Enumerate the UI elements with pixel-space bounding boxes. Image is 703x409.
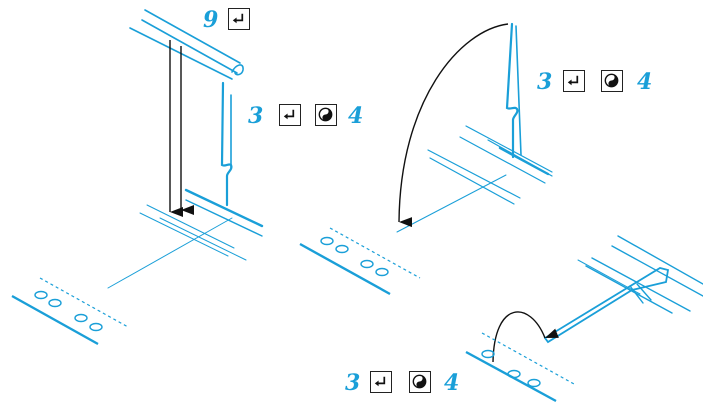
step-count-4: 4 [637,69,653,95]
yin-yang-rotate-icon [409,371,431,393]
middle-hole-strip [299,227,421,296]
left-rail-assembly [107,9,264,289]
return-arrow-icon [228,8,250,30]
fold-arrow [492,311,559,363]
return-arrow-icon [563,70,585,92]
step-count-3: 3 [537,69,553,95]
swing-arrow [398,23,509,228]
left-hole-strip [11,277,129,346]
bottom-rail-assembly [543,235,703,344]
yin-yang-rotate-icon [315,104,337,126]
step-count-3: 3 [345,370,361,396]
down-arrows [169,40,194,217]
step-count-4: 4 [444,370,460,396]
step-count-3: 3 [248,103,264,129]
right-rail-assembly [396,22,553,233]
return-arrow-icon [370,371,392,393]
bottom-hole-strip [465,332,575,403]
yin-yang-rotate-icon [601,70,623,92]
step-count-9: 9 [203,7,219,33]
step-count-4: 4 [348,103,364,129]
return-arrow-icon [279,104,301,126]
